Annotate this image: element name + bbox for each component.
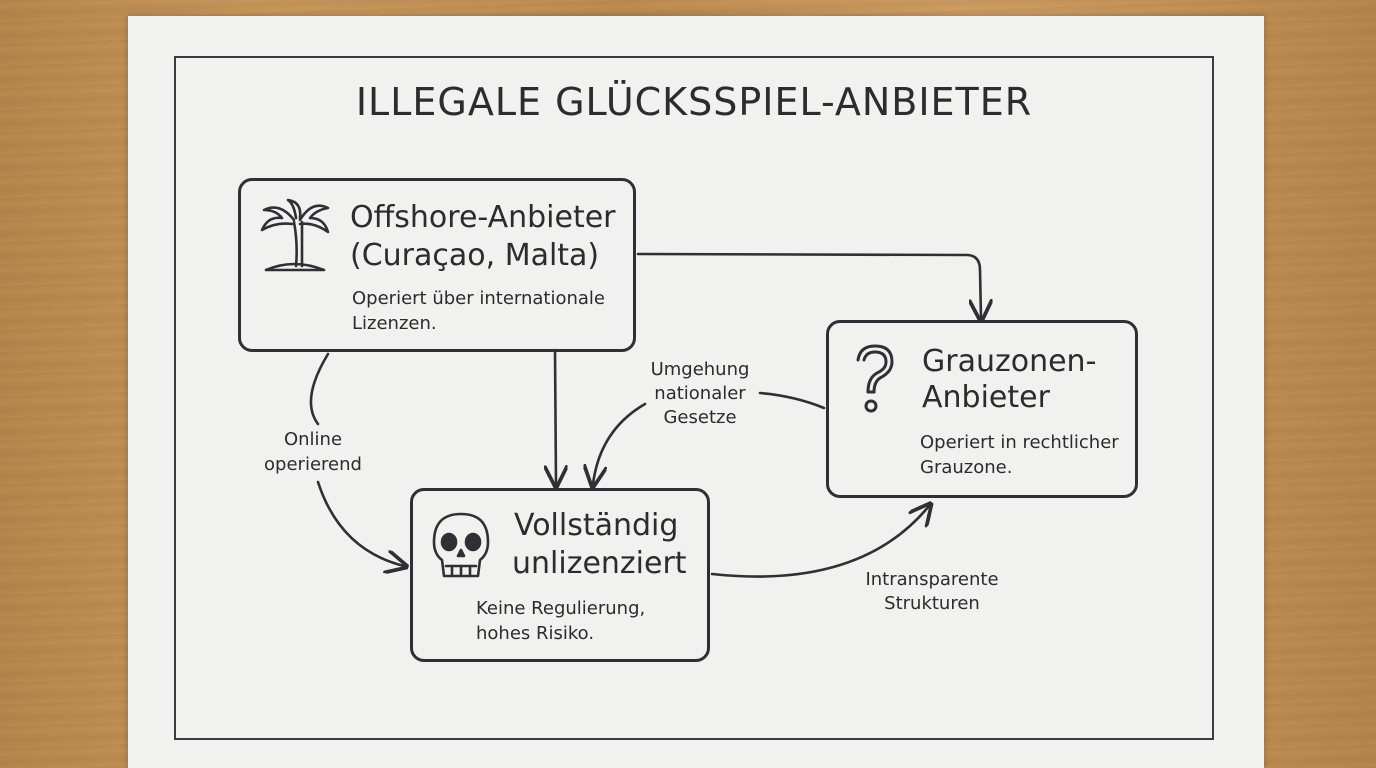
grauzone-title-line2: Anbieter bbox=[922, 380, 1050, 415]
edge-label-online-line1: Online bbox=[283, 429, 343, 450]
unlizenziert-desc-line2: hohes Risiko. bbox=[476, 623, 595, 644]
arrow-online-operierend bbox=[309, 352, 330, 426]
edge-label-umgehung-line1: Umgehung bbox=[650, 359, 750, 380]
arrow-offshore-to-grauzone bbox=[636, 252, 981, 318]
offshore-title-line1: Offshore-Anbieter bbox=[350, 200, 616, 235]
arrow-offshore-to-unlizenziert bbox=[555, 348, 556, 484]
grauzone-desc-line1: Operiert in rechtlicher bbox=[920, 432, 1119, 453]
arrow-umgehung bbox=[758, 391, 826, 410]
diagram-frame bbox=[174, 56, 1214, 740]
arrow-intransparente-strukturen bbox=[710, 506, 929, 578]
edge-label-intransparent-line1: Intransparente bbox=[865, 569, 999, 590]
unlizenziert-title-line1: Vollständig bbox=[514, 508, 679, 543]
offshore-title-line2: (Curaçao, Malta) bbox=[350, 238, 600, 273]
grauzone-desc-line2: Grauzone. bbox=[920, 457, 1013, 478]
skull-icon bbox=[432, 512, 490, 578]
grauzone-title-line1: Grauzonen- bbox=[922, 344, 1097, 379]
diagram-title: ILLEGALE GLÜCKSSPIEL-ANBIETER bbox=[355, 80, 1033, 124]
edge-label-intransparent-line2: Strukturen bbox=[884, 593, 980, 614]
unlizenziert-title-line2: unlizenziert bbox=[512, 546, 687, 581]
edge-label-umgehung-line3: Gesetze bbox=[663, 407, 737, 428]
node-offshore-anbieter bbox=[238, 178, 636, 352]
edge-label-umgehung-line2: nationaler bbox=[654, 383, 746, 404]
offshore-desc-line1: Operiert über internationale bbox=[352, 288, 606, 309]
node-vollstaendig-unlizenziert bbox=[410, 488, 710, 662]
edge-label-online-line2: operierend bbox=[264, 454, 362, 475]
palm-tree-icon bbox=[260, 198, 330, 272]
offshore-desc-line2: Lizenzen. bbox=[352, 313, 437, 334]
paper-sheet bbox=[128, 16, 1264, 768]
unlizenziert-desc-line1: Keine Regulierung, bbox=[476, 598, 646, 619]
node-grauzonen-anbieter bbox=[826, 320, 1138, 498]
question-mark-icon bbox=[856, 344, 894, 413]
